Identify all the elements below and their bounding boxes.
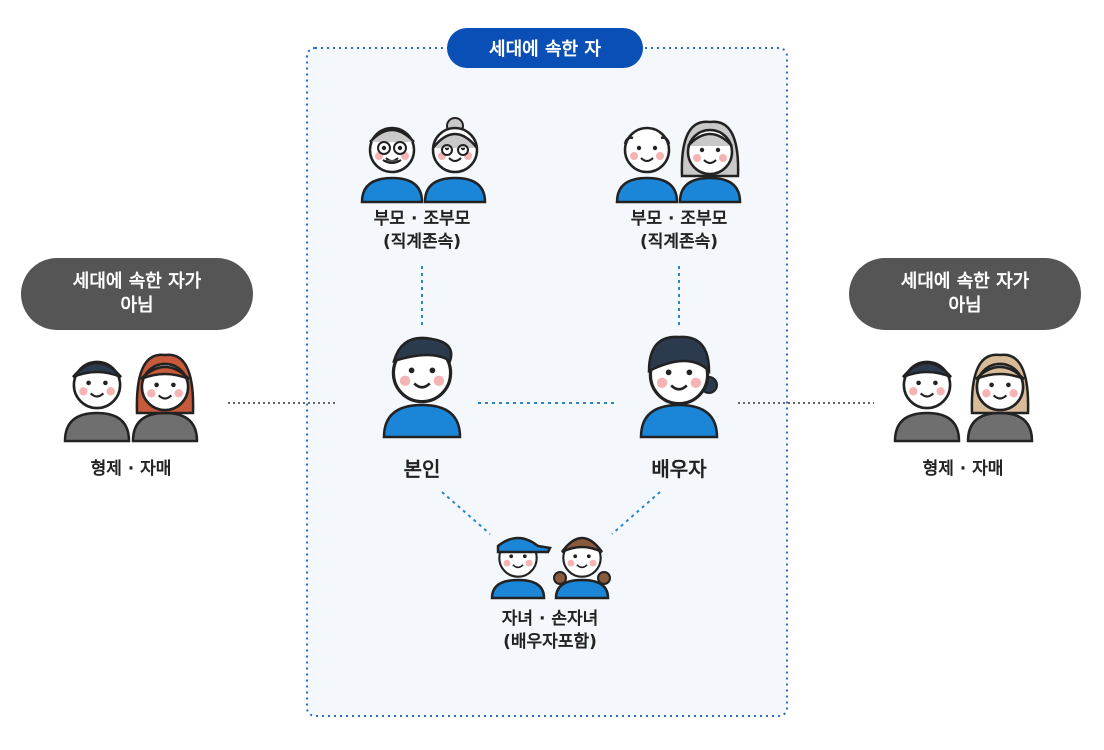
not-household-badge-left: 세대에 속한 자가 아님	[21, 258, 253, 330]
self-label: 본인	[403, 457, 441, 481]
not-household-right-line2: 아님	[948, 295, 982, 316]
children-line2: (배우자포함)	[503, 632, 597, 652]
not-household-left-line1: 세대에 속한 자가	[72, 271, 202, 292]
not-household-left-line2: 아님	[120, 295, 154, 316]
left-sister-icon	[131, 353, 199, 443]
spouse-grandmother-icon	[678, 120, 742, 204]
parents-self-label: 부모 · 조부모 (직계존속)	[342, 208, 502, 254]
parents-spouse-line1: 부모 · 조부모	[630, 209, 728, 229]
not-household-badge-right: 세대에 속한 자가 아님	[849, 258, 1081, 330]
daughter-icon	[553, 536, 611, 600]
children-line1: 자녀 · 손자녀	[501, 609, 599, 629]
children-label: 자녀 · 손자녀 (배우자포함)	[470, 608, 630, 654]
household-title: 세대에 속한 자	[489, 39, 601, 60]
household-box	[306, 47, 788, 717]
spouse-person-icon	[639, 335, 719, 439]
siblings-right-label: 형제 · 자매	[922, 459, 1004, 479]
right-sister-icon	[966, 353, 1034, 443]
household-title-badge: 세대에 속한 자	[447, 28, 643, 68]
siblings-left-label: 형제 · 자매	[90, 459, 172, 479]
spouse-label: 배우자	[651, 457, 707, 481]
not-household-right-line1: 세대에 속한 자가	[900, 271, 1030, 292]
son-icon	[490, 536, 552, 600]
spouse-grandfather-icon	[615, 126, 679, 204]
right-brother-icon	[893, 360, 961, 443]
parents-spouse-label: 부모 · 조부모 (직계존속)	[599, 208, 759, 254]
grandmother-icon	[423, 117, 487, 204]
parents-self-line2: (직계존속)	[382, 232, 462, 252]
parents-spouse-line2: (직계존속)	[639, 232, 719, 252]
left-brother-icon	[63, 360, 131, 443]
self-person-icon	[382, 336, 462, 439]
grandfather-icon	[360, 126, 424, 204]
parents-self-line1: 부모 · 조부모	[373, 209, 471, 229]
